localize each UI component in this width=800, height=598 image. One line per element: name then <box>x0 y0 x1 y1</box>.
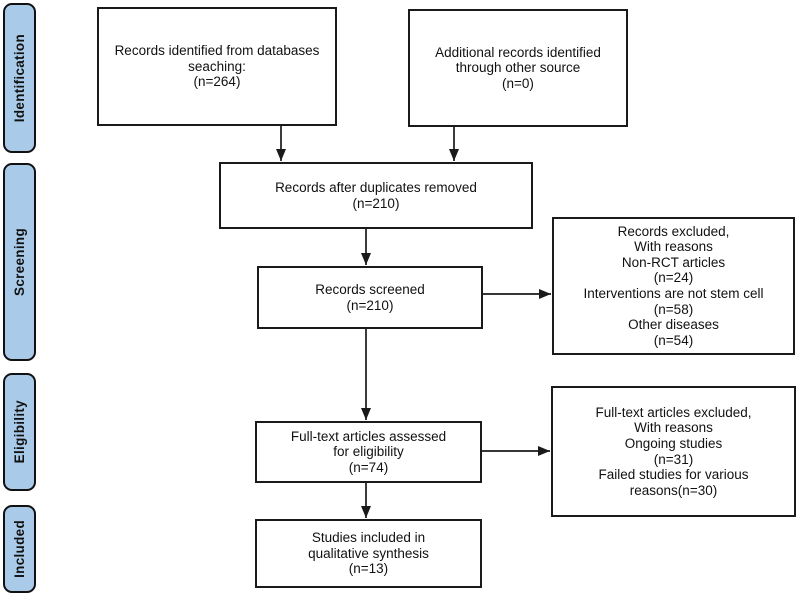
stage-eligibility-label: Eligibility <box>12 400 27 464</box>
stage-screening: Screening <box>3 163 36 361</box>
box-additional-records: Additional records identified through ot… <box>408 9 628 127</box>
box-records-excluded-text: Records excluded, With reasons Non-RCT a… <box>583 223 764 348</box>
box-records-identified-text: Records identified from databases seachi… <box>114 43 320 90</box>
stage-screening-label: Screening <box>12 228 27 296</box>
box-fulltext-excluded: Full-text articles excluded, With reason… <box>551 386 796 517</box>
box-duplicates-removed-text: Records after duplicates removed (n=210) <box>275 179 477 211</box>
stage-included-label: Included <box>12 520 27 578</box>
stage-identification-label: Identification <box>12 33 27 123</box>
box-records-identified: Records identified from databases seachi… <box>97 7 337 126</box>
box-fulltext-assessed-text: Full-text articles assessed for eligibil… <box>290 428 447 475</box>
box-records-excluded: Records excluded, With reasons Non-RCT a… <box>552 217 795 355</box>
stage-included: Included <box>3 505 36 593</box>
stage-identification: Identification <box>3 3 36 153</box>
box-studies-included-text: Studies included in qualitative synthesi… <box>308 530 429 577</box>
box-studies-included: Studies included in qualitative synthesi… <box>255 519 482 588</box>
box-fulltext-assessed: Full-text articles assessed for eligibil… <box>255 421 482 483</box>
box-additional-records-text: Additional records identified through ot… <box>435 44 601 91</box>
box-records-screened: Records screened (n=210) <box>257 266 483 329</box>
box-records-screened-text: Records screened (n=210) <box>315 281 425 313</box>
stage-eligibility: Eligibility <box>3 373 36 491</box>
box-fulltext-excluded-text: Full-text articles excluded, With reason… <box>595 404 752 498</box>
box-duplicates-removed: Records after duplicates removed (n=210) <box>219 162 533 229</box>
